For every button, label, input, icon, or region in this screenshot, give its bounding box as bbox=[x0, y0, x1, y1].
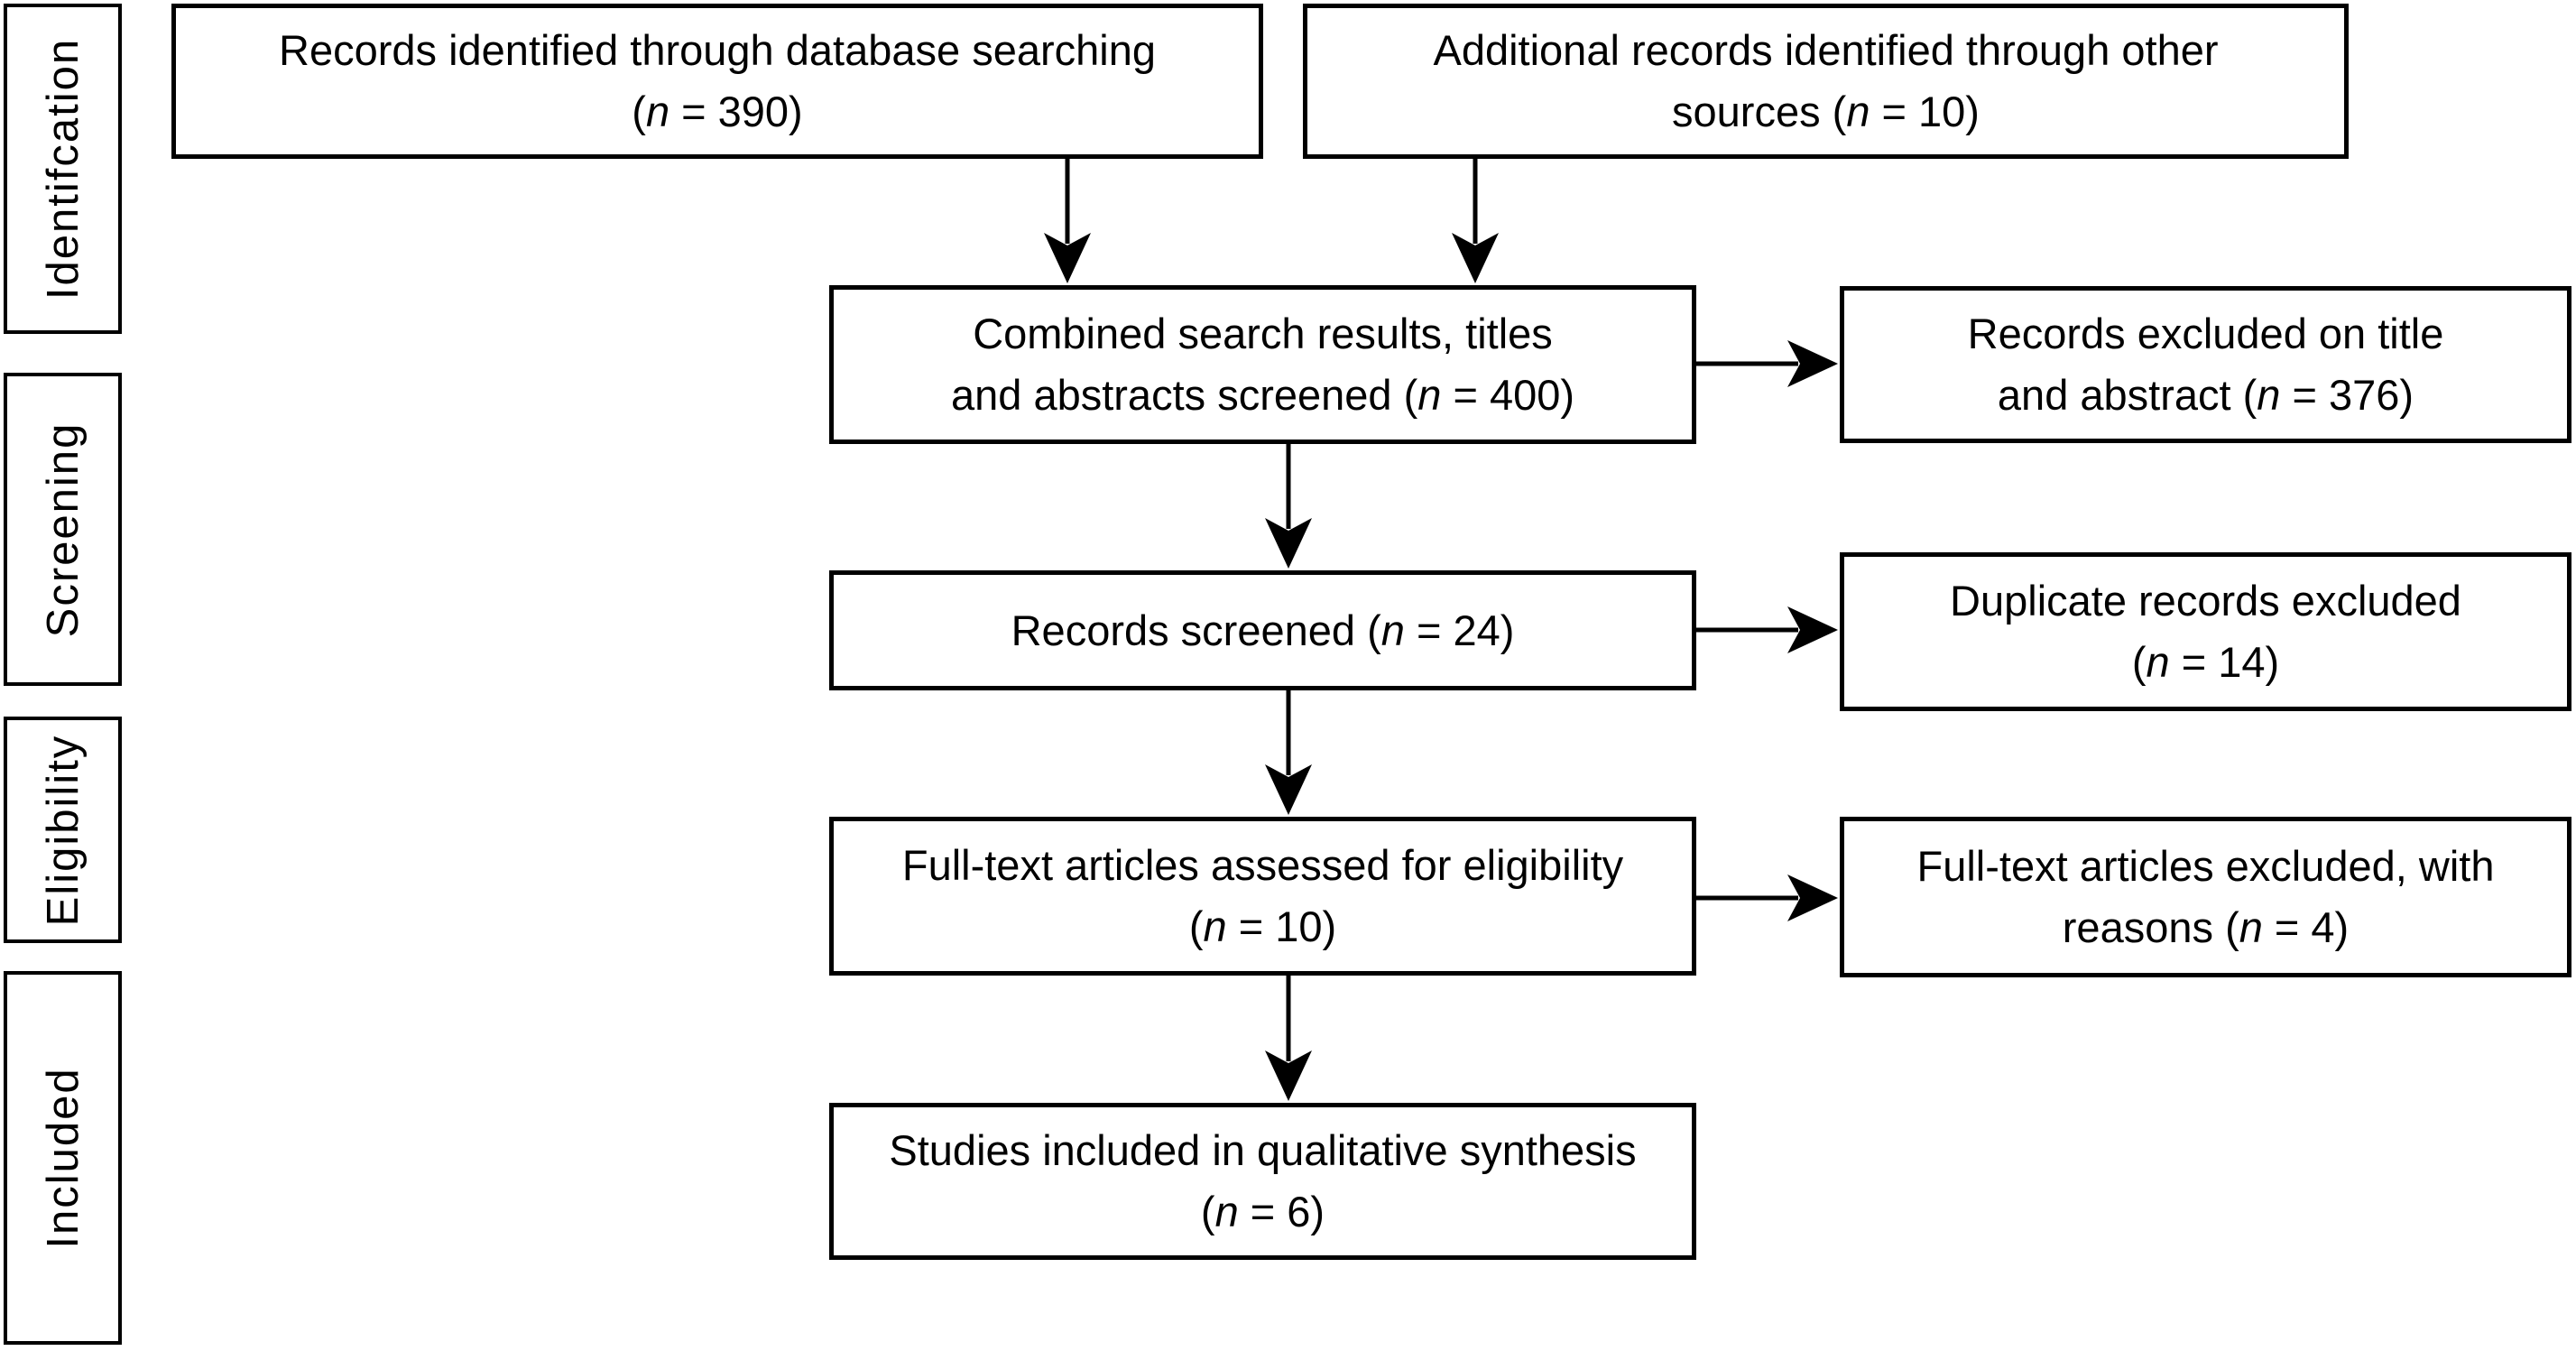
box-fulltext-excluded: Full-text articles excluded, with reason… bbox=[1840, 817, 2571, 977]
arrow-additional-to-combined bbox=[1452, 159, 1499, 283]
n-variable: n bbox=[2146, 638, 2170, 686]
count-value-text: = 4) bbox=[2262, 903, 2350, 951]
box-fulltext-excluded-line1: Full-text articles excluded, with bbox=[1916, 842, 2495, 890]
box-records-identified-count: (n = 390) bbox=[632, 81, 802, 143]
paren-open: ( bbox=[1188, 902, 1204, 950]
n-variable: n bbox=[1846, 88, 1870, 135]
count-value-text: = 390) bbox=[669, 88, 803, 135]
stage-identification: Identifcation bbox=[4, 4, 122, 334]
n-variable: n bbox=[2257, 371, 2281, 419]
box-duplicates-excluded: Duplicate records excluded (n = 14) bbox=[1840, 552, 2571, 711]
arrow-fulltext-to-included bbox=[1265, 976, 1312, 1101]
paren-open: ( bbox=[1200, 1188, 1215, 1235]
count-value-text: = 10) bbox=[1226, 902, 1337, 950]
n-variable: n bbox=[1380, 606, 1405, 654]
count-pre-text: sources bbox=[1672, 88, 1833, 135]
n-variable: n bbox=[1203, 902, 1227, 950]
box-fulltext-assessed-line1: Full-text articles assessed for eligibil… bbox=[901, 841, 1624, 889]
box-records-identified-line1: Records identified through database sear… bbox=[279, 26, 1156, 74]
box-fulltext-excluded-count: reasons (n = 4) bbox=[2063, 897, 2349, 958]
stage-identification-label: Identifcation bbox=[38, 37, 88, 301]
count-value-text: = 14) bbox=[2169, 638, 2280, 686]
box-records-screened: Records screened (n = 24) bbox=[829, 570, 1696, 690]
box-additional-records: Additional records identified through ot… bbox=[1303, 4, 2349, 159]
stage-eligibility-label: Eligibility bbox=[38, 734, 88, 926]
box-duplicates-excluded-count: (n = 14) bbox=[2132, 632, 2279, 693]
arrow-screened-to-fulltext bbox=[1265, 690, 1312, 815]
count-pre-text: and abstract bbox=[1997, 371, 2243, 419]
arrow-screened-to-duplicates bbox=[1696, 606, 1838, 653]
box-fulltext-assessed: Full-text articles assessed for eligibil… bbox=[829, 817, 1696, 976]
box-fulltext-assessed-count: (n = 10) bbox=[1189, 896, 1336, 958]
arrow-fulltext-to-reasons bbox=[1696, 874, 1838, 921]
n-variable: n bbox=[2239, 903, 2263, 951]
n-variable: n bbox=[1214, 1188, 1239, 1235]
box-duplicates-excluded-line1: Duplicate records excluded bbox=[1950, 577, 2461, 625]
paren-open: ( bbox=[2242, 371, 2257, 419]
count-value-text: = 6) bbox=[1238, 1188, 1325, 1235]
box-records-screened-count: Records screened (n = 24) bbox=[1011, 600, 1515, 662]
box-additional-records-line1: Additional records identified through ot… bbox=[1433, 26, 2219, 74]
n-variable: n bbox=[645, 88, 670, 135]
count-pre-text: reasons bbox=[2062, 903, 2226, 951]
paren-open: ( bbox=[1403, 371, 1418, 419]
paren-open: ( bbox=[1832, 88, 1847, 135]
box-combined-screened-line1: Combined search results, titles bbox=[973, 310, 1553, 357]
count-pre-text: and abstracts screened bbox=[950, 371, 1404, 419]
box-excluded-title-abstract-line1: Records excluded on title bbox=[1967, 310, 2444, 357]
stage-eligibility: Eligibility bbox=[4, 717, 122, 943]
box-studies-included: Studies included in qualitative synthesi… bbox=[829, 1103, 1696, 1260]
box-combined-screened-count: and abstracts screened (n = 400) bbox=[951, 365, 1574, 426]
box-excluded-title-abstract: Records excluded on title and abstract (… bbox=[1840, 286, 2571, 443]
box-combined-screened: Combined search results, titles and abst… bbox=[829, 285, 1696, 444]
count-value-text: = 376) bbox=[2280, 371, 2414, 419]
box-additional-records-count: sources (n = 10) bbox=[1672, 81, 1980, 143]
box-records-identified: Records identified through database sear… bbox=[171, 4, 1263, 159]
count-pre-text: Records screened bbox=[1011, 606, 1368, 654]
arrow-combined-to-excluded bbox=[1696, 340, 1838, 387]
paren-open: ( bbox=[2131, 638, 2147, 686]
arrow-combined-to-screened bbox=[1265, 444, 1312, 569]
paren-open: ( bbox=[632, 88, 646, 135]
count-value-text: = 24) bbox=[1404, 606, 1515, 654]
box-studies-included-line1: Studies included in qualitative synthesi… bbox=[889, 1126, 1637, 1174]
count-value-text: = 10) bbox=[1870, 88, 1980, 135]
paren-open: ( bbox=[1367, 606, 1381, 654]
stage-screening: Screening bbox=[4, 373, 122, 686]
stage-screening-label: Screening bbox=[38, 421, 88, 637]
box-excluded-title-abstract-count: and abstract (n = 376) bbox=[1998, 365, 2414, 426]
box-studies-included-count: (n = 6) bbox=[1201, 1181, 1325, 1243]
stage-included-label: Included bbox=[38, 1067, 88, 1249]
arrow-database-to-combined bbox=[1044, 159, 1091, 283]
stage-included: Included bbox=[4, 971, 122, 1345]
n-variable: n bbox=[1417, 371, 1442, 419]
paren-open: ( bbox=[2225, 903, 2239, 951]
count-value-text: = 400) bbox=[1441, 371, 1575, 419]
